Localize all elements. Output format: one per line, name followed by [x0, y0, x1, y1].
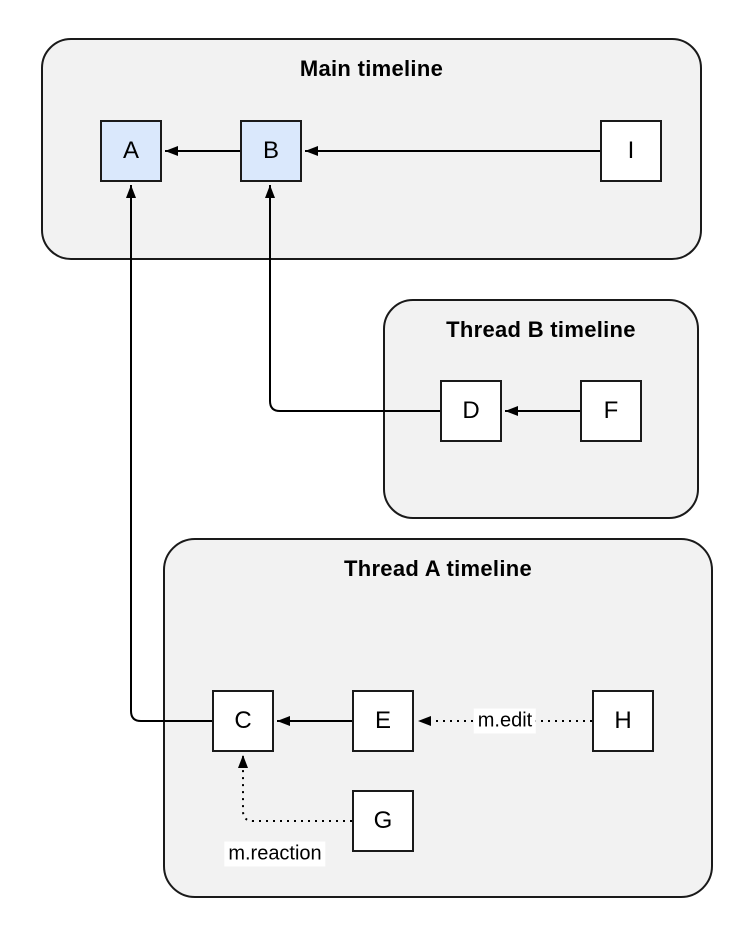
main-timeline-title: Main timeline — [299, 56, 444, 81]
event-node-f: F — [580, 380, 642, 442]
container-thread-b-timeline: Thread B timeline — [383, 299, 699, 519]
thread-a-timeline-title: Thread A timeline — [343, 556, 533, 581]
event-node-h: H — [592, 690, 654, 752]
event-node-e: E — [352, 690, 414, 752]
thread-b-timeline-title: Thread B timeline — [446, 317, 636, 342]
edge-label-m-edit: m.edit — [473, 708, 537, 734]
event-node-i: I — [600, 120, 662, 182]
event-node-g: G — [352, 790, 414, 852]
event-node-a: A — [100, 120, 162, 182]
event-node-c: C — [212, 690, 274, 752]
event-node-d: D — [440, 380, 502, 442]
edge-label-m-reaction: m.reaction — [224, 841, 326, 867]
event-node-b: B — [240, 120, 302, 182]
